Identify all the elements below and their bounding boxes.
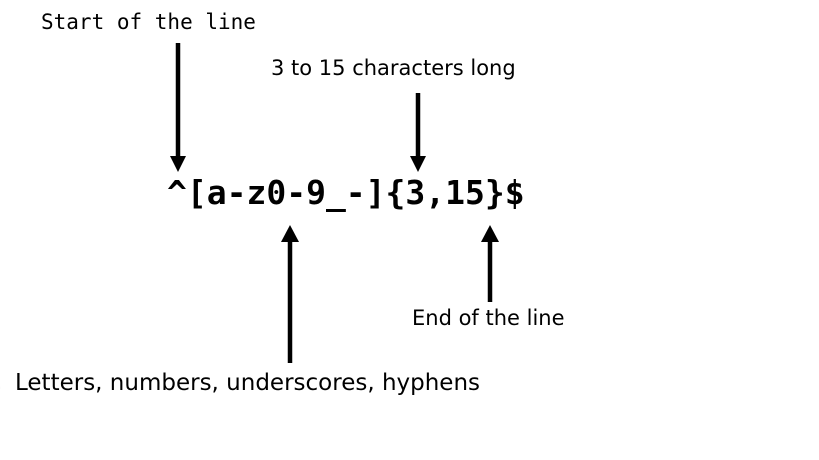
annotation-label-start-of-line: Start of the line bbox=[41, 10, 256, 34]
annotation-label-end-of-line: End of the line bbox=[412, 306, 565, 330]
arrow-down-to-quantifier bbox=[410, 93, 426, 172]
clipped-edge-glyph: , bbox=[0, 372, 2, 395]
annotation-label-length: 3 to 15 characters long bbox=[271, 56, 516, 80]
regex-expression: ^[a-z0-9_-]{3,15}$ bbox=[167, 173, 525, 212]
arrow-up-to-character-class bbox=[281, 225, 299, 363]
arrow-up-to-dollar-anchor bbox=[481, 225, 499, 302]
arrow-down-to-caret bbox=[170, 43, 186, 172]
annotation-label-charset: Letters, numbers, underscores, hyphens bbox=[15, 370, 481, 396]
